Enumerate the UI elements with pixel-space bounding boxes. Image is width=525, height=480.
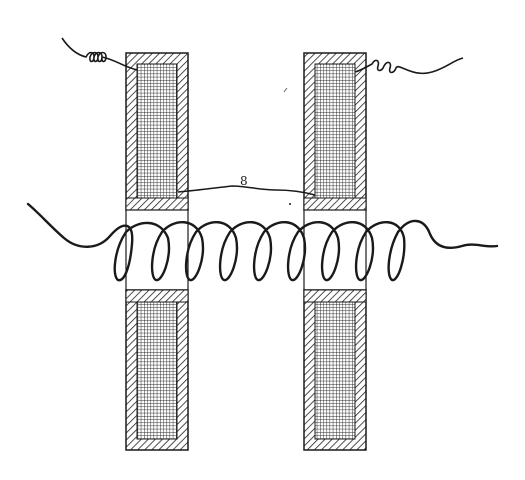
coil-label: 8 <box>240 174 248 188</box>
lower-left-coil <box>125 289 189 451</box>
top-right-lead-wire <box>354 57 464 75</box>
bridge-wire <box>177 185 316 196</box>
stray-dot <box>289 203 291 205</box>
upper-left-coil <box>125 52 189 211</box>
upper-right-coil <box>303 52 367 211</box>
stray-mark <box>283 87 288 93</box>
top-left-lead-wire <box>61 37 138 71</box>
lower-right-coil <box>303 289 367 451</box>
helical-wire <box>26 202 499 282</box>
